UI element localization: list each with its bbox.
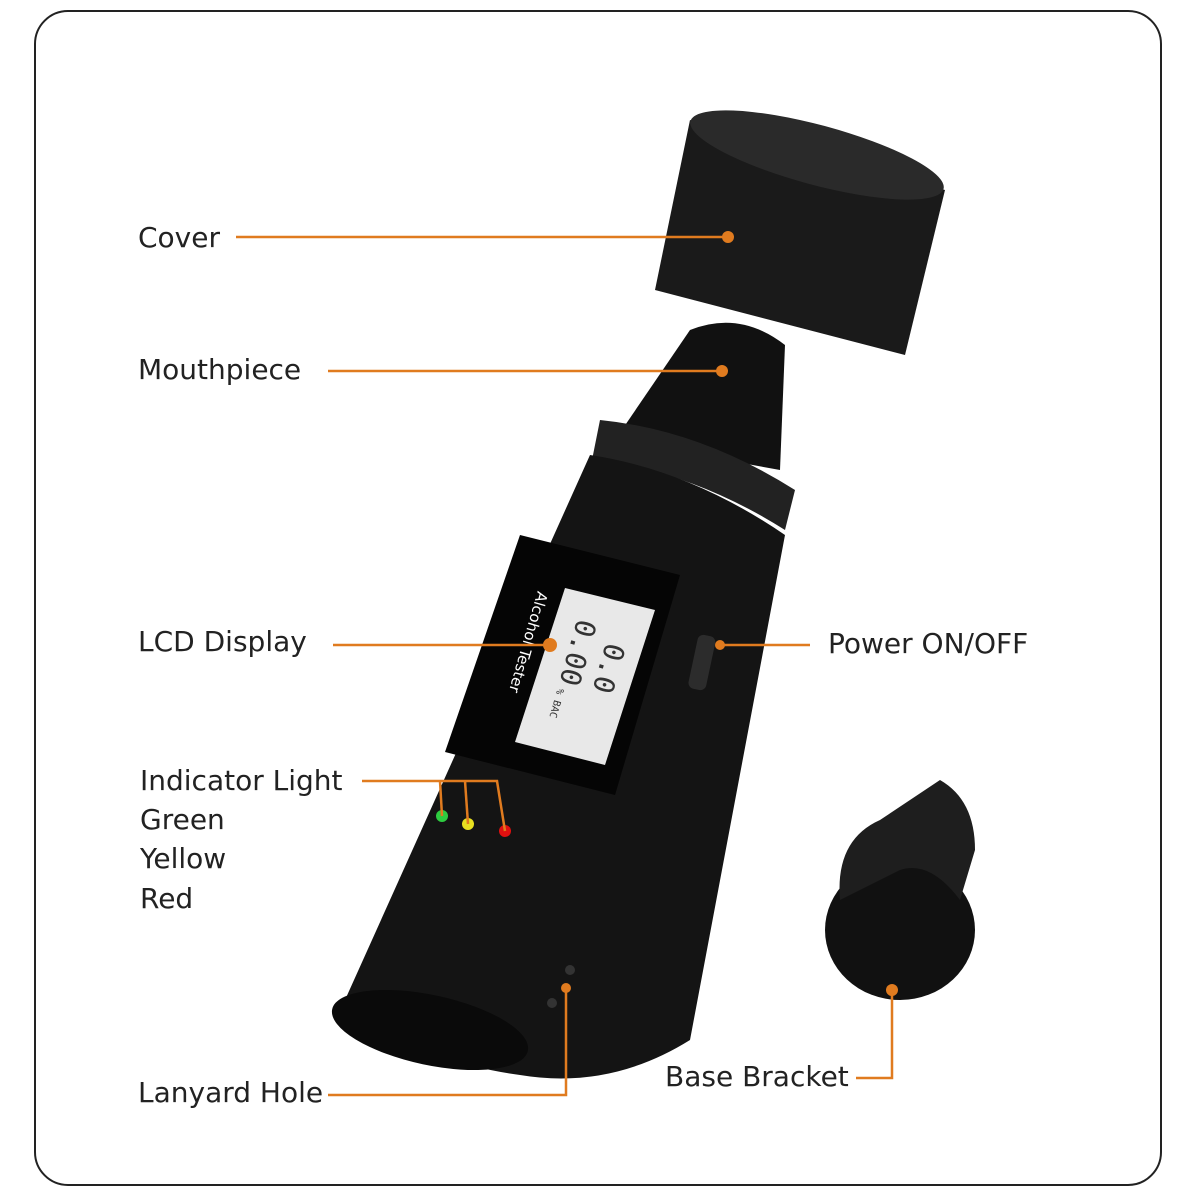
label-indicator-light: Indicator Light: [140, 764, 343, 797]
label-green: Green: [140, 803, 225, 836]
label-power: Power ON/OFF: [828, 627, 1029, 660]
label-lcd-display: LCD Display: [138, 625, 307, 658]
label-red: Red: [140, 882, 194, 915]
label-yellow: Yellow: [140, 842, 227, 875]
leader-dots: [543, 231, 898, 996]
label-cover: Cover: [138, 221, 220, 254]
image-frame: [34, 10, 1162, 1186]
thread-ring: [592, 420, 795, 530]
label-lanyard-hole: Lanyard Hole: [138, 1076, 324, 1109]
lanyard-hole-2: [547, 998, 557, 1008]
device-bottom: [331, 989, 529, 1071]
power-button[interactable]: [687, 634, 716, 692]
leader-lines: [236, 235, 894, 1097]
lcd-screen: [515, 588, 655, 765]
label-mouthpiece: Mouthpiece: [138, 353, 302, 386]
cover-cap: [655, 110, 945, 355]
lanyard-hole: [565, 965, 575, 975]
base-bracket-shape: [825, 780, 975, 1000]
label-base-bracket: Base Bracket: [665, 1060, 849, 1093]
